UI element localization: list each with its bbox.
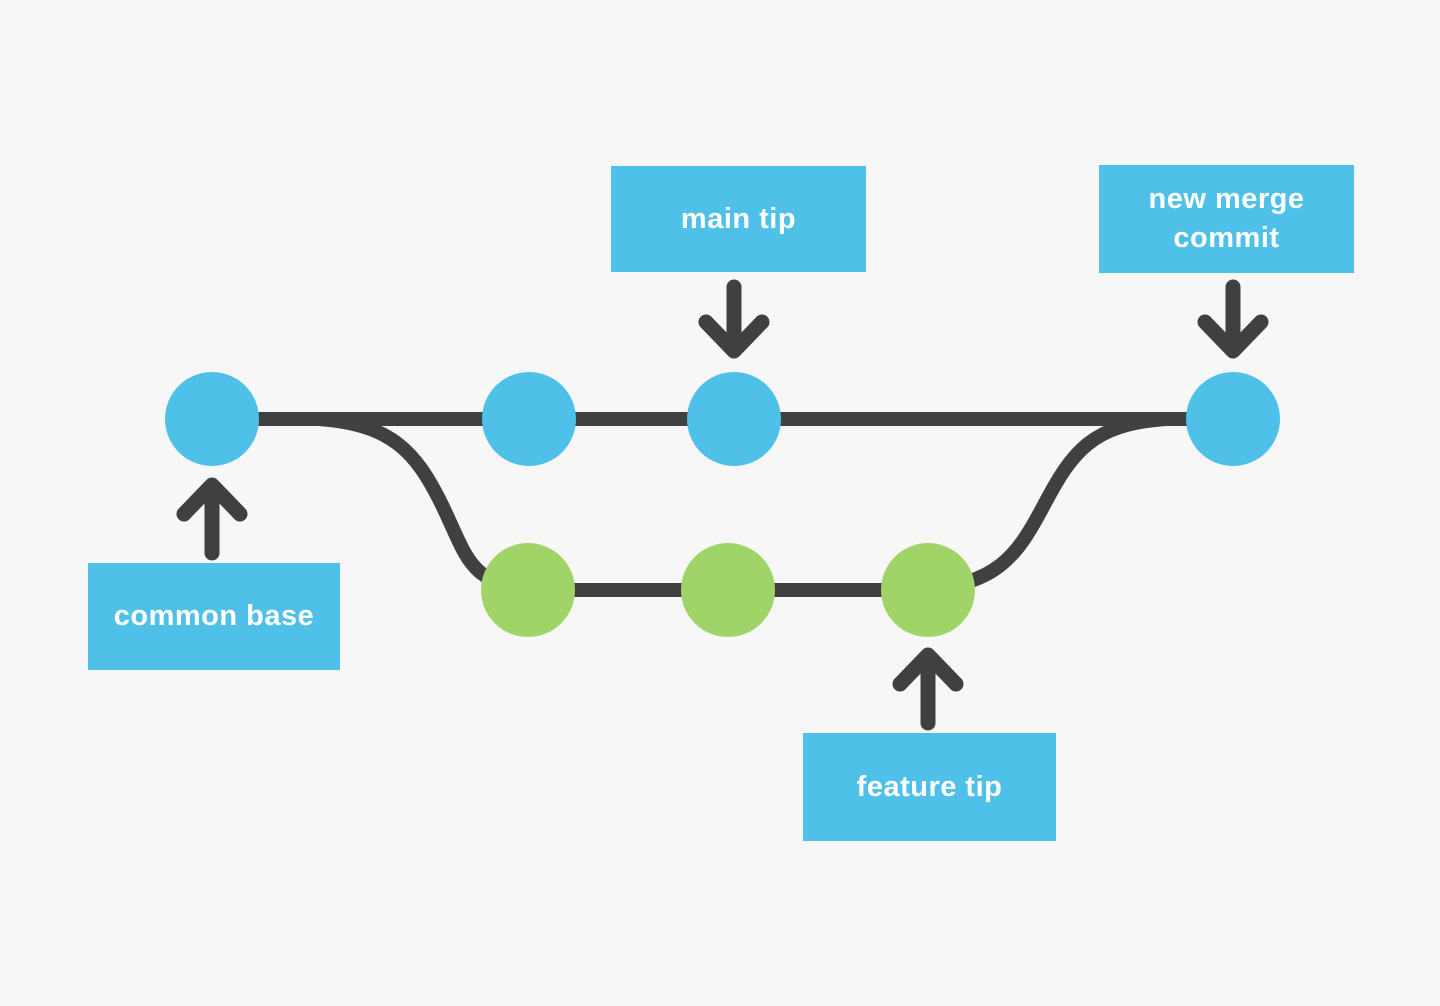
common-base-arrow-up-icon (176, 477, 248, 561)
commit-feature-2 (681, 543, 775, 637)
commit-feature-1 (481, 543, 575, 637)
new-merge-commit-line1: new merge (1148, 183, 1305, 216)
main-tip-label: main tip (611, 166, 866, 272)
new-merge-commit-arrow-down-icon (1197, 279, 1269, 359)
commit-main-2 (482, 372, 576, 466)
feature-tip-label-text: feature tip (856, 770, 1003, 803)
new-merge-commit-label-text: new merge commit (1149, 180, 1305, 258)
feature-tip-label: feature tip (803, 733, 1056, 841)
main-tip-arrow-down-icon (698, 279, 770, 359)
commit-common-base (165, 372, 259, 466)
common-base-label: common base (88, 563, 340, 670)
commit-feature-tip (881, 543, 975, 637)
new-merge-commit-label: new merge commit (1099, 165, 1354, 273)
main-tip-label-text: main tip (680, 202, 797, 235)
feature-tip-arrow-up-icon (892, 647, 964, 731)
common-base-label-text: common base (113, 600, 315, 633)
commit-new-merge (1186, 372, 1280, 466)
new-merge-commit-line2: commit (1173, 222, 1280, 254)
commit-main-tip (687, 372, 781, 466)
